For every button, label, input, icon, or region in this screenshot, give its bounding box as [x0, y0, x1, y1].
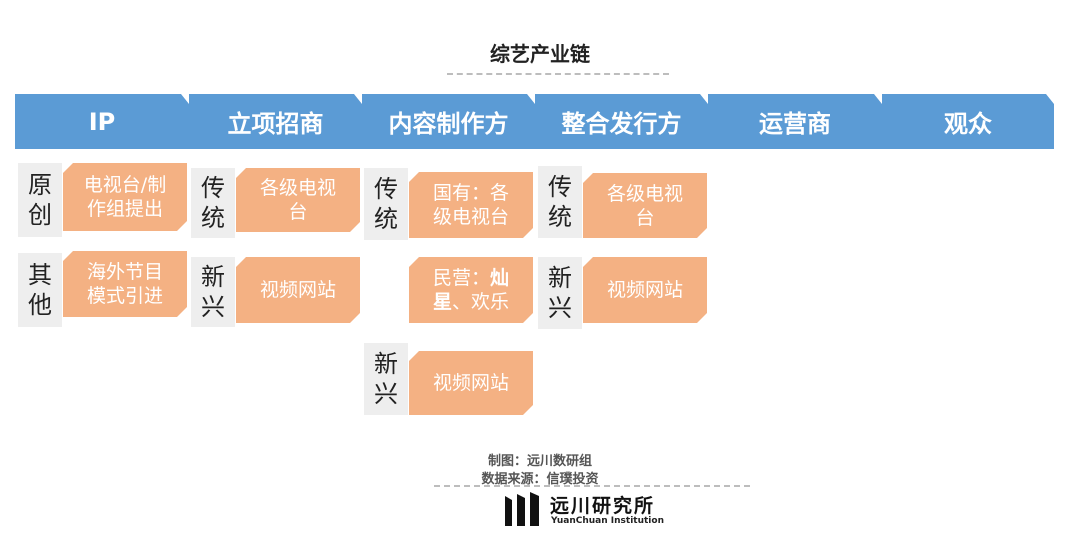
ip-card-overseas: 海外节目模式引进 [63, 251, 187, 317]
header-ip-label: IP [88, 107, 116, 136]
credit-made-by: 制图：远川数研组 [487, 454, 592, 469]
neirong-private-bold2: 星 [432, 291, 452, 313]
header-lixiang-shape [189, 94, 362, 149]
diagram-title: 综艺产业链 [490, 42, 590, 66]
header-yunying-label: 运营商 [759, 110, 831, 138]
zhenghe-tag-traditional: 传统 [538, 166, 582, 238]
zhenghe-tag-emerging: 新兴 [538, 257, 582, 329]
neirong-private-prefix: 民营： [432, 267, 490, 289]
header-ip: IP [15, 94, 189, 149]
header-yunying-shape [708, 94, 882, 149]
header-neirong-shape [362, 94, 535, 149]
header-guanzhong: 观众 [882, 94, 1054, 149]
ip-card-tv-proposed-shape [63, 163, 187, 231]
neirong-card-video-sites-shape [409, 351, 533, 415]
lixiang-card-video-sites-shape [236, 257, 360, 323]
lixiang-tag-emerging: 新兴 [191, 257, 235, 327]
header-zhenghe: 整合发行方 [535, 94, 708, 149]
ip-tag-other: 其他 [18, 253, 62, 327]
header-guanzhong-shape [882, 94, 1054, 149]
zhenghe-card-tv: 各级电视台 [583, 173, 707, 238]
neirong-tag-traditional: 传统 [364, 168, 408, 240]
ip-card-overseas-shape [63, 251, 187, 317]
header-neirong: 内容制作方 [362, 94, 535, 149]
neirong-card-video-sites: 视频网站 [409, 351, 533, 415]
lixiang-tag-traditional: 传统 [191, 168, 235, 238]
logo-english-name: YuanChuan Institution [551, 516, 664, 526]
neirong-private-bold1: 灿 [490, 267, 510, 289]
header-lixiang-label: 立项招商 [227, 110, 324, 138]
zhenghe-card-video-sites: 视频网站 [583, 257, 707, 323]
ip-card-tv-proposed: 电视台/制作组提出 [63, 163, 187, 231]
ip-tag-original: 原创 [18, 163, 62, 237]
header-ip-shape [15, 94, 189, 149]
neirong-private-suffix: 、欢乐 [452, 291, 510, 313]
header-guanzhong-label: 观众 [944, 110, 992, 138]
title-divider [447, 73, 669, 75]
footer-divider [434, 485, 750, 487]
neirong-card-private: 民营：灿星、欢乐 [409, 257, 533, 323]
header-lixiang: 立项招商 [189, 94, 362, 149]
credit-source: 数据来源：信璞投资 [481, 472, 599, 487]
lixiang-card-tv: 各级电视台 [236, 168, 360, 232]
header-zhenghe-label: 整合发行方 [561, 110, 682, 138]
lixiang-card-video-sites: 视频网站 [236, 257, 360, 323]
header-neirong-label: 内容制作方 [388, 110, 509, 138]
zhenghe-card-tv-shape [583, 173, 707, 238]
neirong-card-state-owned-shape [409, 172, 533, 238]
logo-chinese-name: 远川研究所 [550, 495, 656, 517]
neirong-tag-emerging: 新兴 [364, 343, 408, 415]
header-zhenghe-shape [535, 94, 708, 149]
neirong-card-state-owned: 国有：各级电视台 [409, 172, 533, 238]
header-yunying: 运营商 [708, 94, 882, 149]
neirong-card-private-shape [409, 257, 533, 323]
zhenghe-card-video-sites-shape [583, 257, 707, 323]
yuanchuan-logo-icon [505, 492, 539, 526]
lixiang-card-tv-shape [236, 168, 360, 232]
